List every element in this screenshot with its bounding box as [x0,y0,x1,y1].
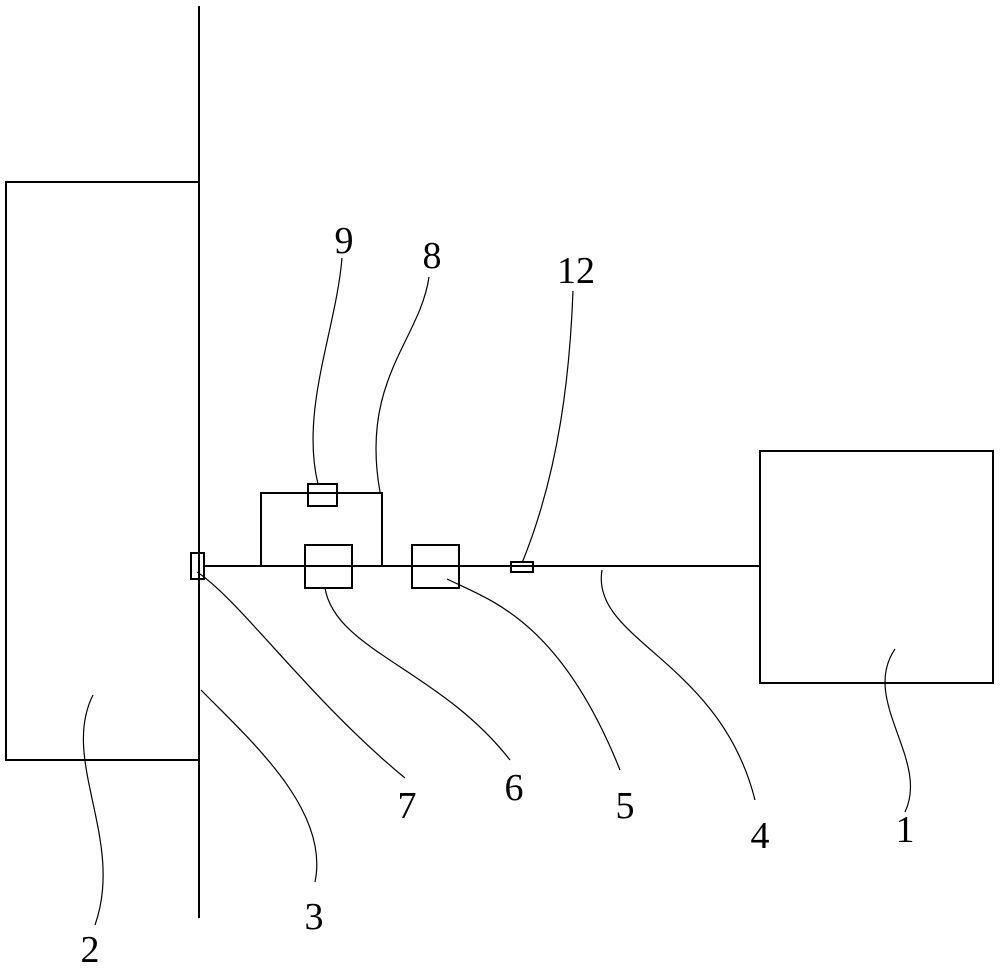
leader-7 [196,571,406,779]
label-8: 8 [423,235,442,277]
label-7: 7 [398,785,417,827]
leader-8 [375,276,430,493]
label-9: 9 [335,220,354,262]
leader-1 [884,648,912,813]
right-box [759,450,994,684]
leader-9 [312,257,343,485]
label-12: 12 [557,250,595,292]
leader-4 [600,569,756,801]
leader-3 [200,689,318,883]
label-1: 1 [896,809,915,851]
label-6: 6 [505,767,524,809]
label-4: 4 [751,815,770,857]
leader-5 [446,578,621,771]
bypass-loop [260,492,383,566]
label-2: 2 [81,929,100,971]
leader-12 [521,290,574,564]
leader-6 [324,587,511,761]
leader-2 [82,694,104,926]
left-box [5,181,199,761]
connector-7-box [190,552,205,580]
bypass-component [307,483,338,507]
label-5: 5 [616,785,635,827]
component-5-box [411,544,460,589]
label-3: 3 [305,896,324,938]
component-6-box [304,544,353,589]
